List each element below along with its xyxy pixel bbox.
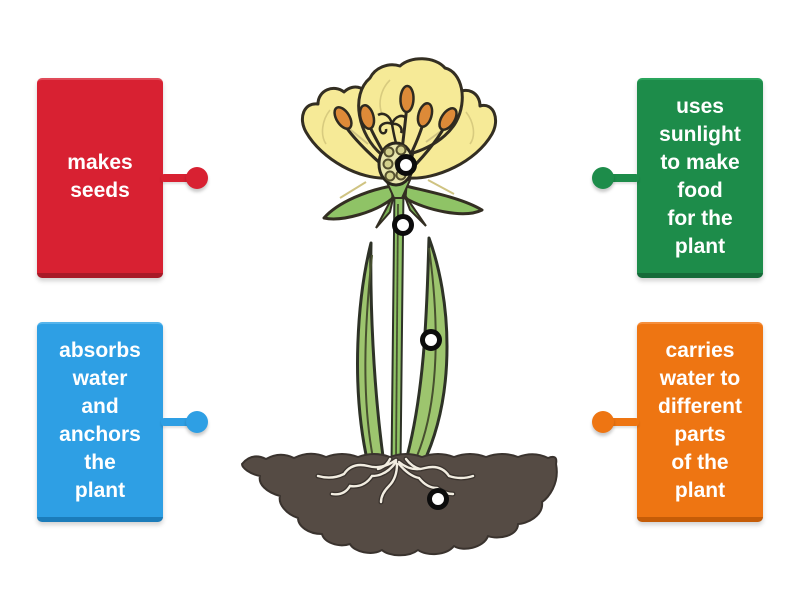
- label-card-uses-sunlight[interactable]: uses sunlight to make food for the plant: [592, 78, 763, 278]
- connector-line: [161, 174, 194, 182]
- sepals: [322, 184, 484, 229]
- label-card-makes-seeds[interactable]: makes seeds: [37, 78, 208, 278]
- connector-dot: [186, 411, 208, 433]
- label-text: carries water to different parts of the …: [658, 338, 742, 502]
- plant-illustration: [241, 57, 558, 557]
- target-roots[interactable]: [427, 488, 449, 510]
- roots: [315, 456, 476, 505]
- leaf-right: [403, 236, 449, 466]
- target-stem[interactable]: [392, 214, 414, 236]
- target-leaf[interactable]: [420, 329, 442, 351]
- leaf-left: [356, 241, 386, 466]
- label-text: uses sunlight to make food for the plant: [659, 94, 741, 258]
- connector-line: [606, 174, 639, 182]
- soil-mound: [241, 452, 558, 557]
- label-card-absorbs-water[interactable]: absorbs water and anchors the plant: [37, 322, 208, 522]
- pistil: [377, 112, 407, 144]
- connector-dot: [592, 411, 614, 433]
- label-text: absorbs water and anchors the plant: [59, 338, 141, 502]
- connector-line: [161, 418, 194, 426]
- label-text: makes seeds: [67, 150, 133, 202]
- connector-dot: [186, 167, 208, 189]
- connector-dot: [592, 167, 614, 189]
- target-flower-ovary[interactable]: [395, 154, 417, 176]
- flower: [301, 57, 497, 229]
- connector-line: [606, 418, 639, 426]
- label-card-carries-water[interactable]: carries water to different parts of the …: [592, 322, 763, 522]
